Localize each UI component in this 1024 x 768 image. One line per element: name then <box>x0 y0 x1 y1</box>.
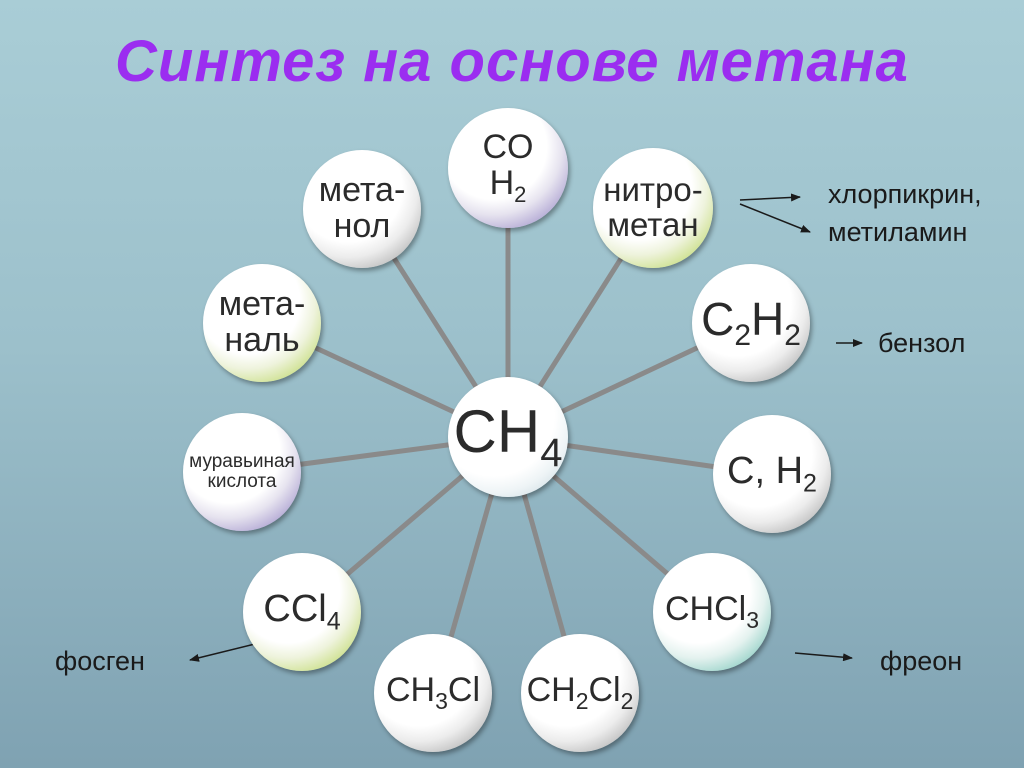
benzene-label: бензол <box>878 328 966 358</box>
methanol-line2: нол <box>333 207 391 245</box>
methylamine-label: метиламин <box>828 217 968 247</box>
arrow-to-freon <box>794 652 853 662</box>
page-title: Синтез на основе метана <box>115 29 909 94</box>
c2h2-formula: C2H2 <box>701 292 801 352</box>
formic-acid-node: муравьиная кислота <box>183 413 301 531</box>
chcl3-formula: CHCl3 <box>664 590 759 633</box>
h2-label: H2 <box>489 163 527 207</box>
ch2cl2-node: CH2Cl2 <box>521 634 639 752</box>
carbon-hydrogen-node: C, H2 <box>713 415 831 533</box>
methanal-line1: мета- <box>218 285 306 324</box>
ccl4-formula: CCl4 <box>263 587 341 636</box>
methanal-node: мета- наль <box>203 264 321 382</box>
c-h2-formula: C, H2 <box>727 449 817 498</box>
chcl3-node: CHCl3 <box>653 553 771 671</box>
co-h2-node: CO H2 <box>448 108 568 228</box>
ccl4-node: CCl4 <box>243 553 361 671</box>
methanol-node: мета- нол <box>303 150 421 268</box>
methanal-line2: наль <box>224 321 300 359</box>
product-arrows <box>189 193 863 662</box>
phosgene-label: фосген <box>55 646 145 676</box>
methanol-line1: мета- <box>318 171 406 210</box>
arrow-to-phosgene <box>189 643 256 662</box>
nitromethane-node: нитро- метан <box>593 148 713 268</box>
arrow-to-chloropicrin <box>739 193 801 202</box>
acetylene-node: C2H2 <box>692 264 810 382</box>
center-ch4-node: CH4 <box>448 377 568 497</box>
nitromethane-line2: метан <box>607 206 699 243</box>
nitromethane-line1: нитро- <box>603 171 703 209</box>
arrow-to-methylamine <box>739 203 811 233</box>
chloropicrin-label: хлорпикрин, <box>828 179 982 209</box>
ch3cl-formula: CH3Cl <box>385 671 480 714</box>
ch2cl2-formula: CH2Cl2 <box>526 671 634 714</box>
co-label: CO <box>482 128 534 167</box>
formic-acid-line2: кислота <box>207 471 277 492</box>
ch4-formula: CH4 <box>453 398 563 475</box>
freon-label: фреон <box>880 646 963 676</box>
formic-acid-line1: муравьиная <box>189 451 295 473</box>
ch3cl-node: CH3Cl <box>374 634 492 752</box>
